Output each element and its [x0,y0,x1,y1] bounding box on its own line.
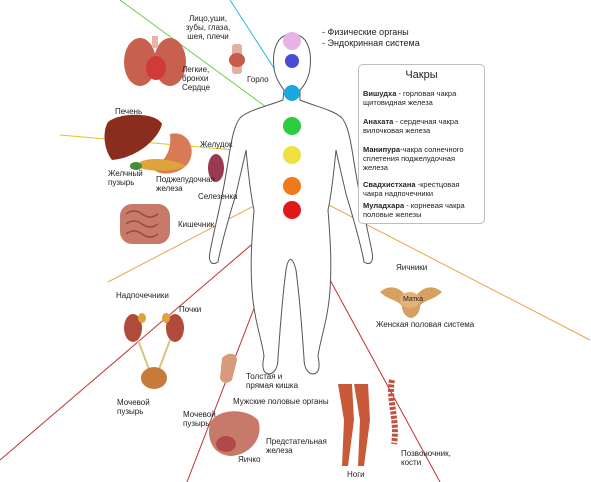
legend-physical: - Физические органы [322,27,409,37]
label-male-organs: Мужские половые органы [233,397,329,406]
thyroid-icon [229,44,245,74]
label-spleen: Селезенка [198,192,238,201]
label-intestine: Кишечник [178,220,215,229]
chakra-dot-6 [283,177,301,195]
chakra-dot-5 [283,146,301,164]
chakra-name: Свадхистхана [363,180,416,189]
chakra-name: Муладхара [363,201,405,210]
line-root-red-left [0,209,293,461]
label-kidneys: Почки [179,305,202,314]
label-ovaries: Яичники [396,263,428,272]
chakra-svadhisthana: Свадхистхана -крестцовая чакра надпочечн… [363,180,481,198]
chakra-desc: -чакра солнечного сплетения поджелудочна… [363,145,464,172]
label-male-bladder: Мочевой пузырь [183,410,216,428]
label-adrenals: Надпочечники [116,291,169,300]
chakra-legend-title: Чакры [405,69,438,81]
legend: - Физические органы - Эндокринная систем… [322,27,420,49]
label-face: Лицо,уши, зубы, глаза, шея, плечи [185,14,231,41]
bladder-icon [141,367,167,389]
label-colon: Толстая и прямая кишка [246,372,299,390]
line-sacral-orange-right [291,185,591,341]
chakra-name: Вишудха [363,89,397,98]
legs-icon [338,384,370,466]
organ-illustrations [104,36,442,466]
chakra-vishudha: Вишудха - горловая чакра щитовидная желе… [363,89,481,107]
chakra-dot-4 [283,117,301,135]
label-throat: Горло [247,75,269,84]
colon-icon [220,353,237,383]
label-female-system: Женская половая система [376,320,475,329]
kidneys-icon [124,313,184,373]
chakra-anahata: Анахата - сердечная чакра вилочковая жел… [363,117,481,135]
label-legs: Ноги [347,470,365,479]
label-testicle: Яичко [238,455,261,464]
chakra-dot-2 [285,54,299,68]
chakra-dot-1 [283,32,301,50]
label-prostate: Предстательная железа [266,437,327,455]
label-liver: Печень [115,107,143,116]
label-stomach: Желудок [200,140,233,149]
chakra-desc: - сердечная чакра вилочковая железа [363,117,459,135]
label-pancreas: Поджелудочная железа [156,175,215,193]
label-spine: Позвоночник, кости [401,449,451,467]
chakra-desc: - корневая чакра половые железы [363,201,465,219]
chakra-muladhara: Муладхара - корневая чакра половые желез… [363,201,481,219]
chakra-manipura: Манипура-чакра солнечного сплетения подж… [363,145,481,172]
spine-icon [388,379,398,445]
chakra-dot-7 [283,201,301,219]
line-heart-green [119,0,293,127]
chakra-dot-3 [284,85,300,101]
male-organs-icon [208,411,260,456]
label-lungs: Легкие, бронхи Сердце [182,65,211,92]
label-gallbladder: Желчный пузырь [108,169,143,187]
spleen-icon [208,154,224,182]
legend-endocrine: - Эндокринная система [322,38,420,48]
label-uterus: Матка [403,296,423,303]
lungs-icon [124,36,186,86]
label-bladder: Мочевой пузырь [117,398,150,416]
chakra-name: Манипура [363,145,401,154]
chakra-desc: - горловая чакра щитовидная железа [363,89,457,107]
chakra-dots [283,32,301,219]
chakra-desc: -крестцовая чакра надпочечники [363,180,460,198]
intestine-icon [120,204,170,244]
pancreas-icon [130,159,186,171]
liver-icon [104,114,162,160]
chakra-name: Анахата [363,117,394,126]
chakra-legend-box: Чакры Вишудха - горловая чакра щитовидна… [358,64,485,224]
female-organs-icon [380,287,442,318]
